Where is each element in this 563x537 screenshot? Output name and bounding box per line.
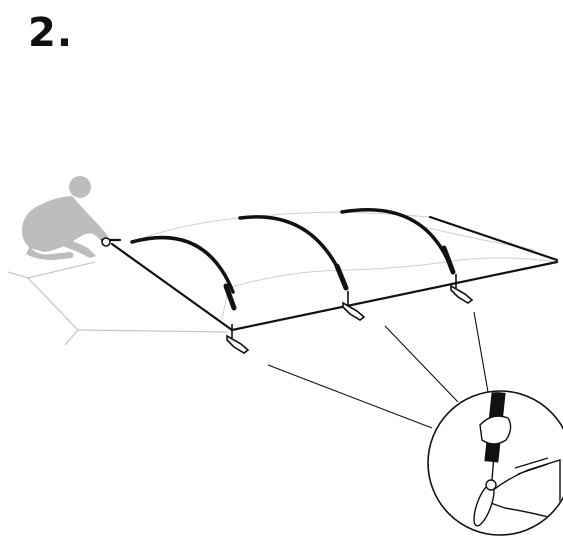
step-number: 2. — [28, 10, 74, 56]
ground-footprint — [7, 261, 229, 346]
arched-pole-icon — [130, 207, 456, 311]
guy-lines — [100, 215, 559, 332]
kneeling-person-icon — [21, 176, 108, 260]
magnified-detail-icon — [427, 390, 563, 536]
callout-lines — [267, 311, 489, 429]
tent-stake-icon — [101, 237, 474, 354]
